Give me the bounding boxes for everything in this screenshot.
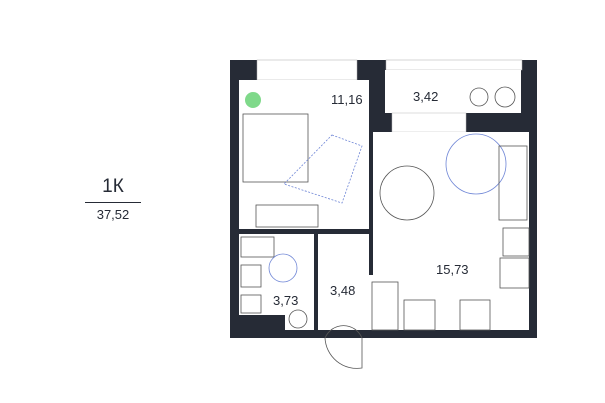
dining-table (379, 165, 435, 221)
balcony-door (391, 112, 467, 133)
room-area-label: 15,73 (436, 262, 469, 277)
wall-piece (239, 315, 285, 338)
wardrobe (255, 204, 319, 228)
kitchen-living (373, 132, 529, 275)
total-area: 37,52 (96, 207, 130, 222)
bedroom-window (256, 59, 358, 81)
balcony (385, 70, 521, 113)
stove (499, 257, 530, 289)
toilet (240, 294, 262, 314)
balcony-table (494, 86, 516, 108)
bathroom (239, 234, 314, 315)
kitchen-area (403, 275, 529, 330)
room-area-label: 3,42 (413, 89, 438, 104)
sink (459, 299, 491, 331)
plant-icon (245, 92, 261, 108)
washbasin (240, 264, 262, 288)
room-area-label: 11,16 (331, 92, 363, 107)
bath-turning-circle (268, 253, 298, 283)
bedroom (239, 80, 369, 229)
fridge (403, 299, 436, 331)
apartment-summary: 1К 37,52 (83, 176, 143, 222)
washing-machine (288, 309, 308, 329)
balcony-window (385, 59, 523, 71)
bathtub (240, 236, 275, 258)
washer-niche (285, 310, 314, 330)
hall-closet (371, 281, 399, 331)
room-area-label: 3,73 (273, 293, 298, 308)
entrance-door (324, 325, 363, 369)
wardrobe-niche (369, 275, 403, 330)
sofa (498, 145, 528, 221)
counter (502, 227, 530, 257)
divider (85, 202, 141, 203)
room-area-label: 3,48 (330, 283, 355, 298)
bed (242, 113, 309, 183)
hallway (318, 234, 369, 330)
balcony-chair (469, 87, 489, 107)
apartment-type: 1К (102, 176, 124, 197)
rug (283, 134, 363, 204)
round-rug (445, 133, 507, 195)
